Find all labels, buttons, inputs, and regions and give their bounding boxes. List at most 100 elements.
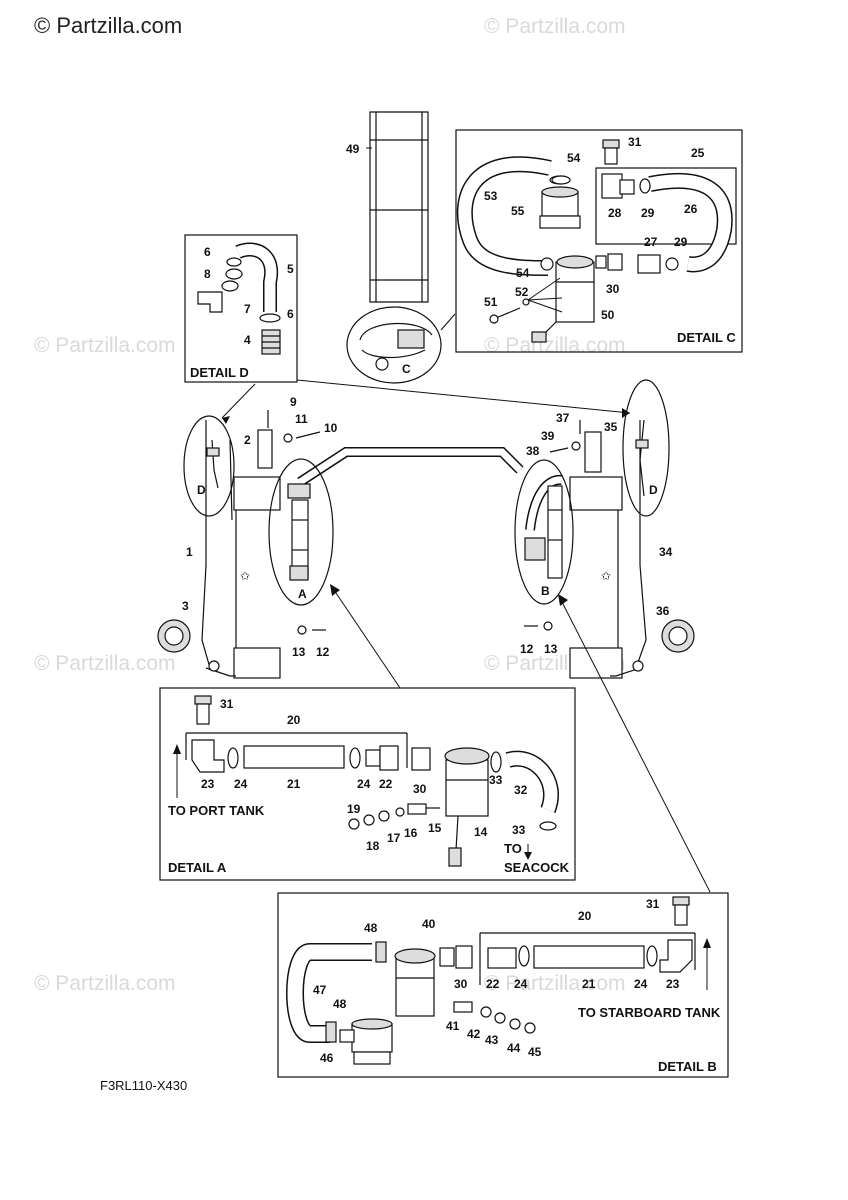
watermark-faint: © Partzilla.com	[484, 15, 626, 38]
callout-3: 3	[182, 599, 189, 613]
svg-text:✩: ✩	[240, 569, 250, 583]
callout-27: 27	[644, 235, 658, 249]
callout-11: 11	[295, 412, 308, 426]
callout-46: 46	[320, 1051, 334, 1065]
callout-30-a: 30	[413, 782, 427, 796]
callout-40: 40	[422, 917, 436, 931]
callout-5: 5	[287, 262, 294, 276]
main-assembly: ✩ ✩	[157, 379, 695, 679]
callout-1: 1	[186, 545, 193, 559]
callout-21-b: 21	[582, 977, 596, 991]
callout-6-top: 6	[204, 245, 211, 259]
watermark-faint: © Partzilla.com	[34, 972, 176, 995]
callout-34: 34	[659, 545, 673, 559]
callout-50: 50	[601, 308, 615, 322]
watermark-faint: © Partzilla.com	[484, 334, 626, 357]
circle-tag-d-left: D	[197, 483, 206, 497]
callout-28: 28	[608, 206, 622, 220]
circle-tag-d-right: D	[649, 483, 658, 497]
callout-30-b: 30	[454, 977, 468, 991]
callout-29-top: 29	[641, 206, 655, 220]
callout-43: 43	[485, 1033, 499, 1047]
callout-31-b: 31	[646, 897, 660, 911]
watermark-faint-group: © Partzilla.com © Partzilla.com © Partzi…	[34, 15, 626, 995]
callout-35: 35	[604, 420, 618, 434]
callout-53: 53	[484, 189, 498, 203]
callout-26: 26	[684, 202, 698, 216]
callout-24-a-left: 24	[234, 777, 248, 791]
callout-14: 14	[474, 825, 488, 839]
callout-45: 45	[528, 1045, 542, 1059]
diagram-code: F3RL110-X430	[100, 1078, 187, 1093]
callout-42: 42	[467, 1027, 481, 1041]
detail-d-leader-left	[221, 383, 256, 419]
callout-4: 4	[244, 333, 251, 347]
callout-13-left: 13	[292, 645, 306, 659]
detail-c-parts	[456, 139, 733, 343]
callout-18: 18	[366, 839, 380, 853]
callout-23-a: 23	[201, 777, 215, 791]
detail-d-title: DETAIL D	[190, 365, 249, 380]
callout-54-top: 54	[567, 151, 581, 165]
callout-13-right: 13	[544, 642, 558, 656]
detail-c-frame	[455, 129, 743, 353]
callout-52: 52	[515, 285, 529, 299]
callout-19: 19	[347, 802, 361, 816]
callout-12-right: 12	[520, 642, 534, 656]
callout-12-left: 12	[316, 645, 330, 659]
detail-c-subframe	[595, 167, 737, 245]
callout-9: 9	[290, 395, 297, 409]
note-to: TO	[504, 841, 522, 856]
callout-24-a-right: 24	[357, 777, 371, 791]
detail-d-parts	[197, 242, 281, 355]
detail-d-leader-right	[296, 379, 631, 414]
note-seacock: SEACOCK	[504, 860, 570, 875]
circle-tag-a: A	[298, 587, 307, 601]
detail-c-title: DETAIL C	[677, 330, 736, 345]
callout-39: 39	[541, 429, 555, 443]
detail-b-title: DETAIL B	[658, 1059, 717, 1074]
callout-29-bottom: 29	[674, 235, 688, 249]
detail-d-frame	[184, 234, 298, 383]
callout-24-b-right: 24	[634, 977, 648, 991]
watermark-faint: © Partzilla.com	[34, 334, 176, 357]
callout-32: 32	[514, 783, 528, 797]
callout-44: 44	[507, 1041, 521, 1055]
callout-49: 49	[346, 142, 360, 156]
callout-22-a: 22	[379, 777, 393, 791]
callout-31-c: 31	[628, 135, 642, 149]
callout-51: 51	[484, 295, 498, 309]
detail-a-parts	[173, 695, 559, 867]
detail-c-circle	[346, 306, 456, 384]
callout-6-bottom: 6	[287, 307, 294, 321]
callout-33-a-bottom: 33	[512, 823, 526, 837]
tower-drawing	[366, 111, 429, 303]
callout-21-a: 21	[287, 777, 301, 791]
callout-7: 7	[244, 302, 251, 316]
callout-48-bottom: 48	[333, 997, 347, 1011]
callout-31-a: 31	[220, 697, 234, 711]
callout-20-b: 20	[578, 909, 592, 923]
callout-15: 15	[428, 821, 442, 835]
callout-55: 55	[511, 204, 525, 218]
callout-37: 37	[556, 411, 570, 425]
watermark-main: © Partzilla.com	[34, 13, 182, 38]
callout-54-bottom: 54	[516, 266, 530, 280]
circle-tag-c: C	[402, 362, 411, 376]
callout-16: 16	[404, 826, 418, 840]
callout-48-top: 48	[364, 921, 378, 935]
callout-36: 36	[656, 604, 670, 618]
note-to-port-tank: TO PORT TANK	[168, 803, 265, 818]
callout-41: 41	[446, 1019, 460, 1033]
callout-8: 8	[204, 267, 211, 281]
circle-tag-b: B	[541, 584, 550, 598]
detail-a-title: DETAIL A	[168, 860, 227, 875]
callout-24-b-left: 24	[514, 977, 528, 991]
callout-17: 17	[387, 831, 401, 845]
callout-2: 2	[244, 433, 251, 447]
detail-arrows	[222, 408, 711, 893]
callout-23-b: 23	[666, 977, 680, 991]
callout-10: 10	[324, 421, 338, 435]
detail-b-frame	[277, 892, 729, 1078]
